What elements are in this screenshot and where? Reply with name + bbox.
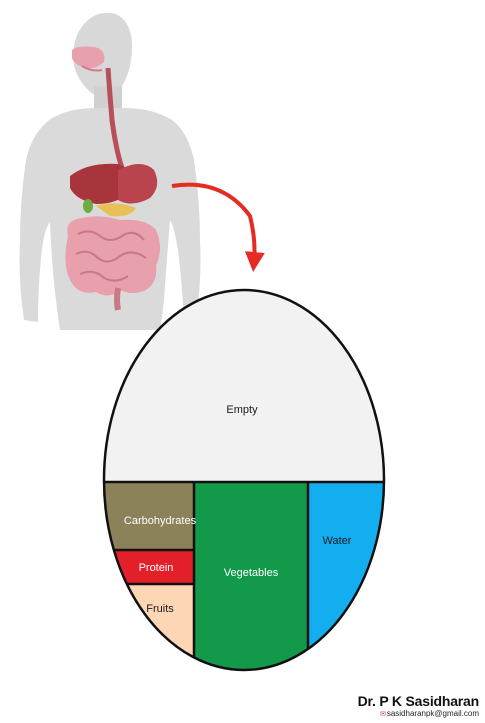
author-email: sasidharanpk@gmail.com [387, 709, 479, 718]
mail-icon: ✉ [380, 711, 386, 718]
author-email-row: ✉sasidharanpk@gmail.com [358, 710, 479, 718]
digestive-system-illustration [20, 13, 201, 330]
section-fruits [100, 584, 194, 674]
label-vegetables: Vegetables [224, 567, 279, 579]
label-water: Water [323, 535, 352, 547]
label-protein: Protein [139, 562, 174, 574]
author-name: Dr. P K Sasidharan [358, 694, 479, 708]
stomach-portion-chart: Empty Carbohydrates Protein Fruits Veget… [100, 280, 390, 674]
label-carbohydrates: Carbohydrates [124, 515, 197, 527]
label-empty: Empty [226, 404, 258, 416]
section-water [308, 482, 390, 674]
label-fruits: Fruits [146, 603, 174, 615]
author-credit: Dr. P K Sasidharan ✉sasidharanpk@gmail.c… [358, 694, 479, 718]
